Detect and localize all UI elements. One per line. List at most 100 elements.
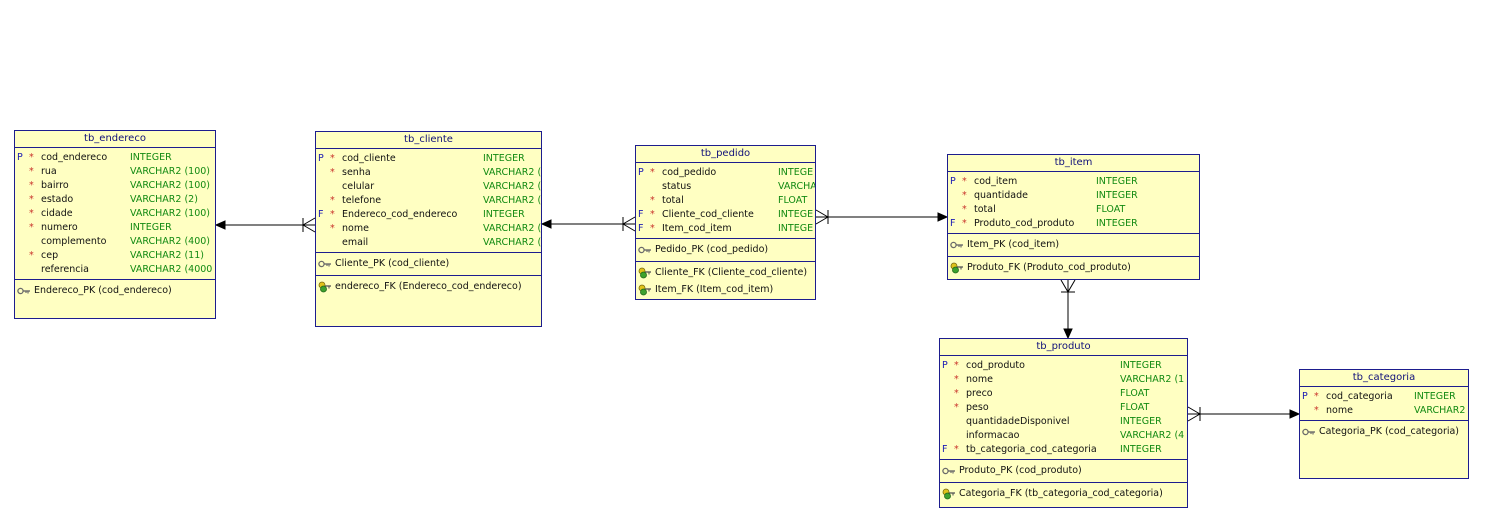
column-type: VARCHAR2 (400) [130,236,211,247]
fk-key-icon [638,284,651,295]
required-marker: * [650,195,655,206]
column-type: VARCHAR2 (11) [130,250,204,261]
key-marker: F [942,444,948,455]
foreign-key-row[interactable]: Categoria_FK (tb_categoria_cod_categoria… [940,485,1187,502]
primary-key-row[interactable]: Pedido_PK (cod_pedido) [636,241,815,258]
column-name: cod_item [974,176,1018,187]
relationship-produto-categoria [1187,406,1301,422]
key-icon [942,467,955,474]
column-type: VARCHAR2 ( [483,167,542,178]
column-name: senha [342,167,371,178]
foreign-key-row[interactable]: Cliente_FK (Cliente_cod_cliente) [636,264,815,281]
primary-key-row[interactable]: Endereco_PK (cod_endereco) [15,282,215,299]
column-name: celular [342,181,375,192]
required-marker: * [962,190,967,201]
column-name: estado [41,194,74,205]
required-marker: * [330,223,335,234]
column-name: informacao [966,430,1020,441]
key-marker: F [950,218,956,229]
column-name: preco [966,388,993,399]
foreign-key-row[interactable]: Item_FK (Item_cod_item) [636,281,815,298]
required-marker: * [962,218,967,229]
column-type: INTEGE [778,209,814,220]
column-name: Cliente_cod_cliente [662,209,754,220]
foreign-key-label: endereco_FK (Endereco_cod_endereco) [335,281,522,292]
primary-key-row[interactable]: Item_PK (cod_item) [948,236,1199,253]
column-name: cod_endereco [41,152,108,163]
relationship-pedido-item [815,209,949,225]
key-marker: P [638,167,644,178]
table-title: tb_produto [940,339,1187,356]
required-marker: * [954,388,959,399]
primary-key-row[interactable]: Categoria_PK (cod_categoria) [1300,423,1468,440]
primary-key-row[interactable]: Cliente_PK (cod_cliente) [316,255,541,272]
key-marker: P [318,153,324,164]
fk-key-icon [950,262,963,273]
key-marker: P [1302,391,1308,402]
required-marker: * [954,374,959,385]
required-marker: * [650,209,655,220]
foreign-key-row[interactable]: endereco_FK (Endereco_cod_endereco) [316,278,541,295]
column-type: VARCHAR2 (4000 [130,264,213,275]
required-marker: * [954,402,959,413]
primary-key-label: Pedido_PK (cod_pedido) [655,244,769,255]
column-name: Produto_cod_produto [974,218,1075,229]
foreign-key-row[interactable]: Produto_FK (Produto_cod_produto) [948,259,1199,276]
column-name: total [662,195,684,206]
column-name: Item_cod_item [662,223,732,234]
column-type: FLOAT [1096,204,1126,215]
column-name: cod_produto [966,360,1025,371]
table-title: tb_categoria [1300,370,1468,387]
primary-key-row[interactable]: Produto_PK (cod_produto) [940,462,1187,479]
column-name: cod_categoria [1326,391,1393,402]
key-icon [950,241,963,248]
column-type: FLOAT [1120,402,1150,413]
key-icon [17,287,30,294]
required-marker: * [650,167,655,178]
column-type: INTEGE [778,167,814,178]
